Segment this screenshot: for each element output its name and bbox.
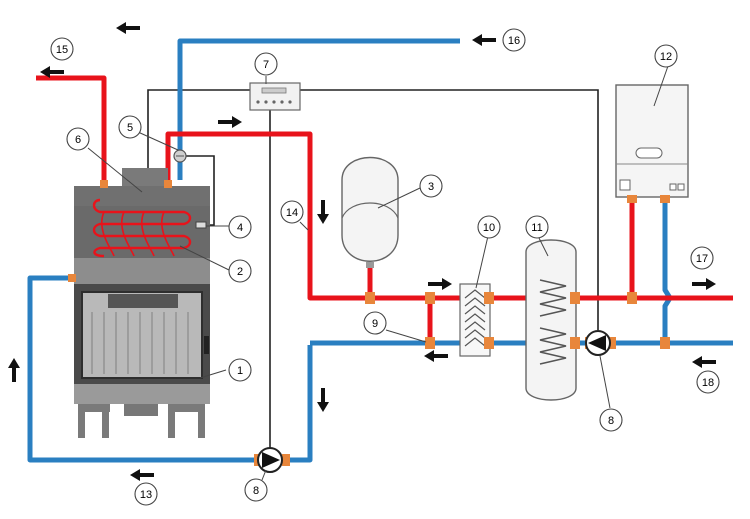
- stove-door-handle: [204, 336, 209, 354]
- flow-arrow-icon: [317, 388, 329, 412]
- callout-label: 16: [508, 35, 520, 47]
- thermal-safety-valve-5: [173, 149, 187, 163]
- callout-4: 4: [228, 215, 252, 239]
- stove-legs: [78, 404, 205, 438]
- callout-18: 18: [696, 370, 720, 394]
- return-loop-pipe-13: [27, 275, 313, 463]
- wire-controller-to-pump-right: [300, 89, 599, 330]
- hot-supply-pipe-14: [165, 131, 733, 301]
- flow-arrow-icon: [472, 34, 496, 46]
- callout-6: 6: [66, 127, 90, 151]
- stove-outlet-fitting-right: [164, 180, 172, 188]
- stove-ash-pan: [124, 404, 158, 416]
- callout-17: 17: [690, 246, 714, 270]
- wire-controller-to-stove: [147, 89, 250, 178]
- callout-label: 5: [127, 122, 133, 134]
- callout-label: 13: [140, 489, 152, 501]
- heat-exchanger-coil-loops: [101, 211, 175, 257]
- firebox-ribs: [91, 312, 189, 374]
- expansion-vessel: [341, 156, 399, 268]
- fireplace-stove: [68, 168, 210, 438]
- stove-firebox-top: [108, 294, 178, 308]
- callout-label: 3: [428, 181, 434, 193]
- leader-lines: [87, 65, 669, 481]
- temperature-sensor-4: [195, 221, 207, 229]
- tank-lower-coil: [539, 327, 567, 365]
- callout-label: 6: [75, 134, 81, 146]
- callout-1: 1: [228, 358, 252, 382]
- callout-15: 15: [50, 37, 74, 61]
- stove-top-panel: [74, 186, 210, 206]
- boiler-cold-riser: [662, 197, 673, 343]
- flow-arrow-icon: [428, 278, 452, 290]
- callout-label: 8: [253, 485, 259, 497]
- callout-label: 8: [608, 415, 614, 427]
- heat-exchanger-coil: [92, 198, 192, 258]
- callout-label: 4: [237, 222, 243, 234]
- callout-14: 14: [280, 200, 304, 224]
- callout-label: 7: [263, 59, 269, 71]
- callout-label: 1: [237, 365, 243, 377]
- callout-13: 13: [134, 482, 158, 506]
- callout-label: 14: [286, 207, 298, 219]
- callout-16: 16: [502, 28, 526, 52]
- flow-arrow-icon: [692, 356, 716, 368]
- control-wires: [147, 89, 599, 450]
- callout-8-right: 8: [599, 408, 623, 432]
- flow-arrow-icon: [218, 116, 242, 128]
- callout-label: 17: [696, 253, 708, 265]
- wall-boiler: [615, 84, 689, 198]
- callout-label: 12: [660, 51, 672, 63]
- callout-7: 7: [254, 52, 278, 76]
- stove-outlet-fitting-left: [100, 180, 108, 188]
- pipe-fittings: [254, 195, 670, 466]
- flow-arrow-icon: [116, 22, 140, 34]
- callout-3: 3: [419, 174, 443, 198]
- stove-band: [74, 258, 210, 284]
- flow-arrow-icon: [130, 469, 154, 481]
- flow-arrow-icon: [692, 278, 716, 290]
- circulation-pump-left: [257, 447, 283, 473]
- callout-2: 2: [228, 259, 252, 283]
- safety-outlet-pipe-15: [36, 75, 107, 183]
- cold-inlet-pipe-16: [177, 38, 460, 180]
- callout-label: 15: [56, 44, 68, 56]
- callout-9: 9: [363, 311, 387, 335]
- flow-arrows: [8, 22, 716, 481]
- callout-11: 11: [525, 215, 549, 239]
- controller-unit: [249, 82, 301, 111]
- tank-upper-coil: [539, 279, 567, 317]
- flow-arrow-icon: [317, 200, 329, 224]
- stove-ash-drawer: [74, 384, 210, 404]
- callout-label: 9: [372, 318, 378, 330]
- callout-5: 5: [118, 115, 142, 139]
- flow-arrow-icon: [424, 350, 448, 362]
- callout-label: 11: [531, 222, 542, 234]
- circulation-pump-right: [585, 330, 611, 356]
- hot-water-tank: [525, 239, 577, 401]
- callout-label: 18: [702, 377, 714, 389]
- flow-arrow-icon: [40, 66, 64, 78]
- stove-return-fitting: [68, 274, 76, 282]
- callout-label: 2: [237, 266, 243, 278]
- callout-8-left: 8: [244, 478, 268, 502]
- flow-arrow-icon: [8, 358, 20, 382]
- callout-12: 12: [654, 44, 678, 68]
- callout-10: 10: [477, 215, 501, 239]
- callout-label: 10: [483, 222, 495, 234]
- callouts: 1 2 3 4 5 6 7 8 8 9 10 11 12 13 14 15 16…: [50, 28, 720, 506]
